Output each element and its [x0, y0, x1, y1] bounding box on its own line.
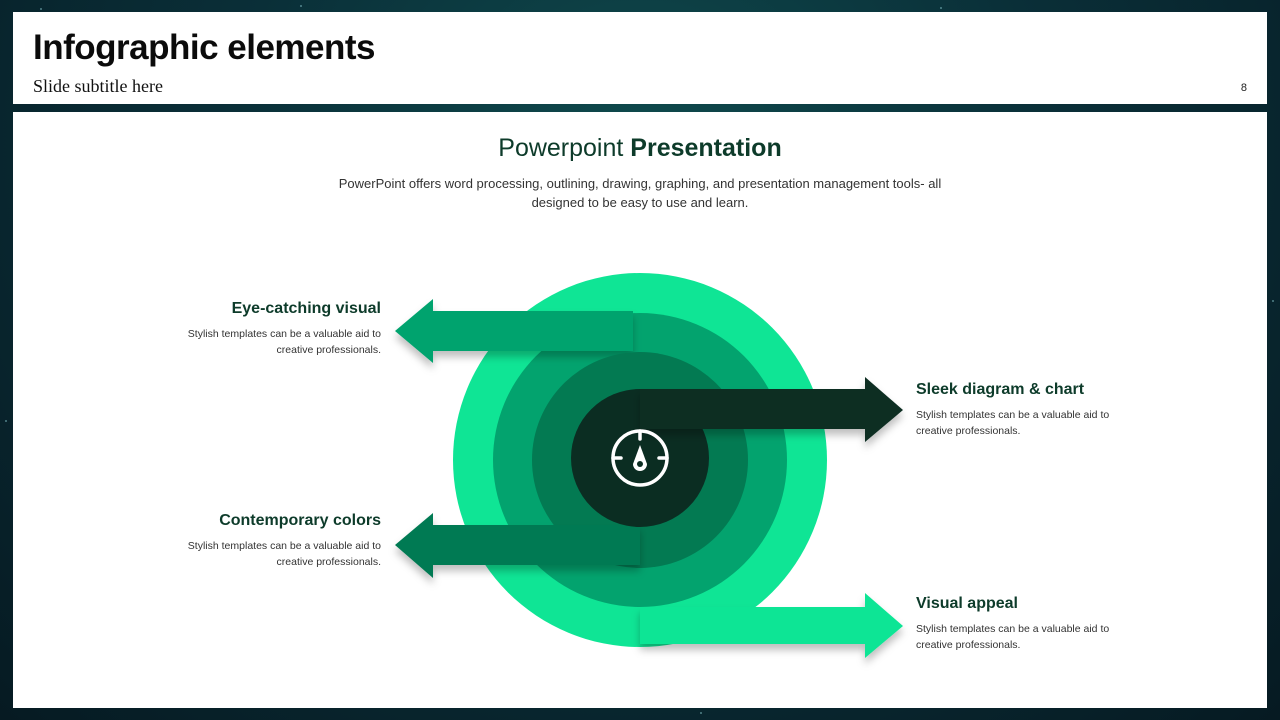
- intro-text: PowerPoint offers word processing, outli…: [338, 176, 942, 210]
- page-number: 8: [1240, 82, 1247, 94]
- arrow-eye-catching: [395, 299, 633, 363]
- item-sleek-diagram: Sleek diagram & chart Stylish templates …: [916, 381, 1146, 439]
- compass-icon: [611, 429, 669, 487]
- slide-content: Powerpoint Presentation PowerPoint offer…: [13, 112, 1267, 708]
- background-star: [40, 8, 42, 10]
- item-title: Eye-catching visual: [231, 300, 381, 317]
- background-star: [300, 5, 302, 7]
- slide-subtitle: Slide subtitle here: [33, 76, 163, 96]
- item-contemporary-colors: Contemporary colors Stylish templates ca…: [151, 512, 381, 570]
- background-star: [5, 420, 7, 422]
- item-eye-catching: Eye-catching visual Stylish templates ca…: [151, 300, 381, 358]
- item-visual-appeal: Visual appeal Stylish templates can be a…: [916, 595, 1146, 653]
- item-text: Stylish templates can be a valuable aid …: [916, 409, 1110, 437]
- item-text: Stylish templates can be a valuable aid …: [187, 328, 381, 356]
- spiral-arrow-diagram: [395, 273, 903, 658]
- item-title: Contemporary colors: [219, 512, 381, 529]
- arrow-sleek-diagram: [640, 377, 903, 442]
- slide-header: Infographic elements Slide subtitle here…: [13, 12, 1267, 104]
- item-title: Visual appeal: [916, 595, 1018, 612]
- arrow-contemporary: [395, 513, 640, 578]
- arrow-visual-appeal: [640, 593, 903, 658]
- item-text: Stylish templates can be a valuable aid …: [187, 540, 381, 568]
- slide-title: Infographic elements: [33, 28, 376, 67]
- section-heading: Powerpoint Presentation: [13, 134, 1267, 163]
- heading-bold: Presentation: [630, 134, 782, 162]
- background-star: [1272, 300, 1274, 302]
- heading-light: Powerpoint: [498, 134, 624, 162]
- item-text: Stylish templates can be a valuable aid …: [916, 623, 1110, 651]
- background-star: [700, 712, 702, 714]
- background-star: [940, 7, 942, 9]
- item-title: Sleek diagram & chart: [916, 381, 1085, 398]
